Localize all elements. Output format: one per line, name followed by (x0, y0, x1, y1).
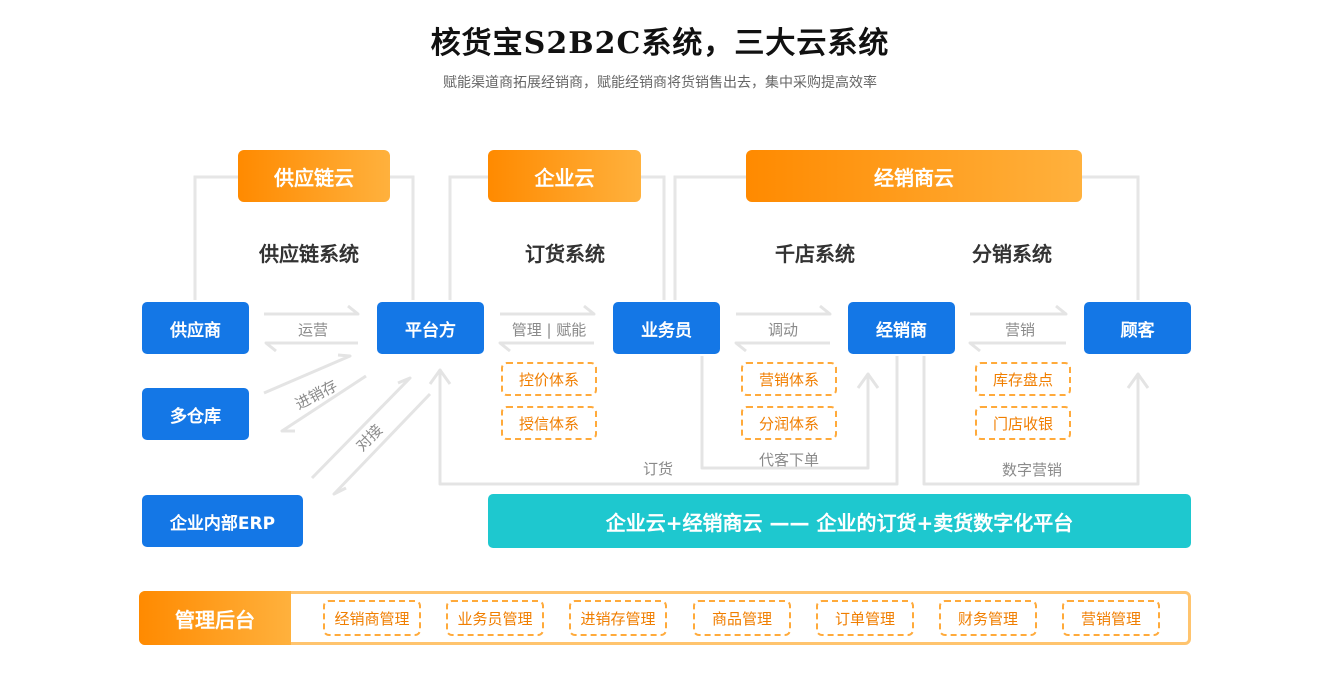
management-item-marketing: 营销管理 (1062, 600, 1160, 636)
node-multi-warehouse: 多仓库 (142, 388, 249, 440)
arrow-manage-left (498, 341, 594, 353)
dealer-frame-right (1082, 175, 1140, 300)
feature-stocktake: 库存盘点 (975, 362, 1071, 396)
arrow-docking-up (310, 376, 412, 480)
digital-marketing-loop (922, 356, 1140, 486)
feature-price-control: 控价体系 (501, 362, 597, 396)
label-digital-marketing: 数字营销 (1001, 461, 1062, 479)
supply-chain-frame-right (390, 175, 415, 300)
supply-chain-system: 供应链系统 (259, 242, 359, 266)
label-manage-empower: 管理 | 赋能 (511, 321, 587, 339)
page-title: 核货宝S2B2C系统，三大云系统 (430, 26, 890, 61)
enterprise-frame-right (641, 175, 666, 300)
arrow-marketing-right (970, 304, 1068, 316)
arrow-operation-left (264, 341, 358, 353)
digital-marketing-loop-head (1136, 373, 1150, 389)
node-supplier: 供应商 (142, 302, 249, 354)
node-enterprise-erp: 企业内部ERP (142, 495, 303, 547)
label-dispatch: 调动 (767, 321, 798, 339)
dealer-frame (673, 175, 746, 300)
label-order: 订货 (642, 460, 673, 478)
arrow-manage-right (500, 304, 596, 316)
page-subtitle: 赋能渠道商拓展经销商，赋能经销商将货销售出去，集中采购提高效率 (443, 75, 877, 91)
arrow-marketing-left (968, 341, 1066, 353)
node-salesperson: 业务员 (613, 302, 720, 354)
distribution-system: 分销系统 (972, 242, 1052, 266)
arrow-inventory-up (263, 353, 352, 395)
thousand-stores-system: 千店系统 (775, 242, 855, 266)
management-item-product: 商品管理 (693, 600, 791, 636)
management-item-inventory: 进销存管理 (569, 600, 667, 636)
dealer-cloud: 经销商云 (746, 150, 1082, 202)
label-proxy-order: 代客下单 (758, 451, 819, 469)
feature-profit-system: 分润体系 (741, 406, 837, 440)
arrow-docking-down (332, 392, 432, 496)
node-platform: 平台方 (377, 302, 484, 354)
proxy-order-loop-head (866, 373, 880, 389)
label-operation: 运营 (297, 321, 328, 339)
management-item-finance: 财务管理 (939, 600, 1037, 636)
supply-chain-cloud: 供应链云 (238, 150, 390, 202)
management-item-order: 订单管理 (816, 600, 914, 636)
arrow-operation-right (264, 304, 360, 316)
label-marketing: 营销 (1004, 321, 1035, 339)
management-item-dealer: 经销商管理 (323, 600, 421, 636)
order-loop (428, 356, 899, 486)
enterprise-cloud: 企业云 (488, 150, 641, 202)
supply-chain-frame (193, 175, 238, 300)
ordering-system: 订货系统 (525, 242, 605, 266)
proxy-order-loop (700, 356, 870, 470)
management-title: 管理后台 (139, 591, 291, 645)
feature-store-cashier: 门店收银 (975, 406, 1071, 440)
arrow-dispatch-left (734, 341, 830, 353)
node-dealer: 经销商 (848, 302, 955, 354)
feature-marketing-system: 营销体系 (741, 362, 837, 396)
feature-credit: 授信体系 (501, 406, 597, 440)
node-customer: 顾客 (1084, 302, 1191, 354)
order-loop-head (438, 369, 452, 385)
arrow-inventory-down (280, 374, 367, 433)
arrow-dispatch-right (736, 304, 832, 316)
management-item-salesperson: 业务员管理 (446, 600, 544, 636)
enterprise-frame (448, 175, 488, 300)
platform-banner: 企业云+经销商云 —— 企业的订货+卖货数字化平台 (488, 494, 1191, 548)
